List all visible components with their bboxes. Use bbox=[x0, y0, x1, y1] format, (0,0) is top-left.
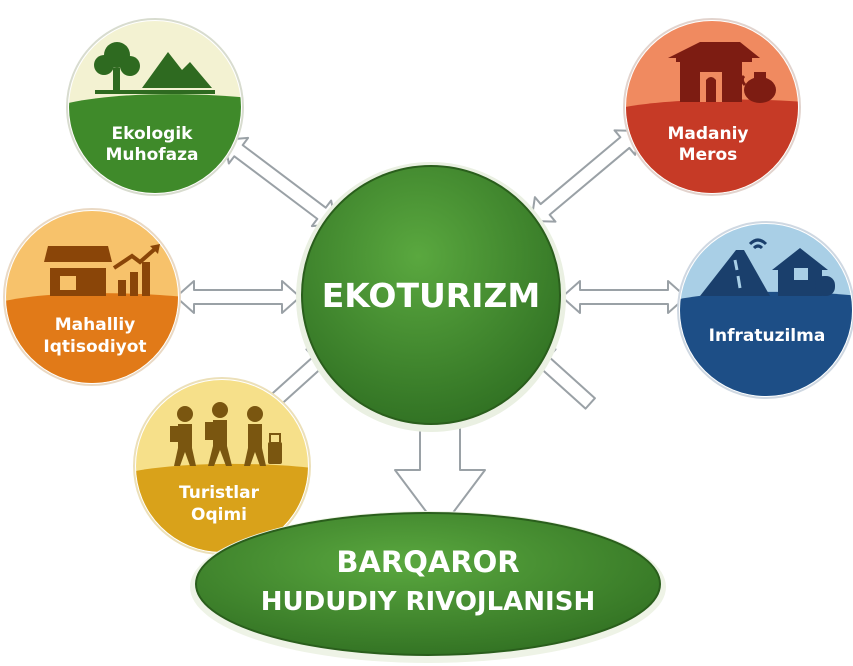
arrow-infrastructure-center bbox=[561, 280, 687, 314]
economy-label-line2: Iqtisodiyot bbox=[43, 337, 146, 357]
economy-label-line1: Mahalliy bbox=[55, 315, 136, 335]
infrastructure-label: Infratuzilma bbox=[709, 326, 826, 346]
tourists-label-line2: Oqimi bbox=[191, 505, 247, 525]
culture-label-line1: Madaniy bbox=[667, 124, 748, 144]
center-title: EKOTURIZM bbox=[322, 276, 540, 315]
node-ecological-protection: Ekologik Muhofaza bbox=[66, 18, 244, 196]
market-stall-growth-icon bbox=[44, 244, 160, 296]
node-local-economy: Mahalliy Iqtisodiyot bbox=[3, 208, 181, 386]
outcome-title-line1: BARQAROR bbox=[336, 545, 519, 579]
outcome-title-line2: HUDUDIY RIVOJLANISH bbox=[261, 587, 595, 617]
tourists-group-icon bbox=[170, 402, 282, 466]
arrow-economy-center bbox=[175, 280, 301, 314]
center-ecotourism: EKOTURIZM bbox=[296, 162, 566, 432]
culture-label-line2: Meros bbox=[679, 145, 738, 165]
outcome-sustainable-development: BARQAROR HUDUDIY RIVOJLANISH bbox=[190, 511, 666, 663]
node-infrastructure: Infratuzilma bbox=[677, 221, 853, 399]
heritage-building-icon bbox=[668, 42, 776, 103]
ecology-label-line1: Ekologik bbox=[112, 124, 194, 144]
tree-mountain-icon bbox=[94, 42, 215, 94]
node-cultural-heritage: Madaniy Meros bbox=[623, 18, 801, 196]
road-house-wifi-icon bbox=[700, 238, 835, 296]
ecology-label-line2: Muhofaza bbox=[105, 145, 198, 165]
tourists-label-line1: Turistlar bbox=[179, 483, 260, 503]
